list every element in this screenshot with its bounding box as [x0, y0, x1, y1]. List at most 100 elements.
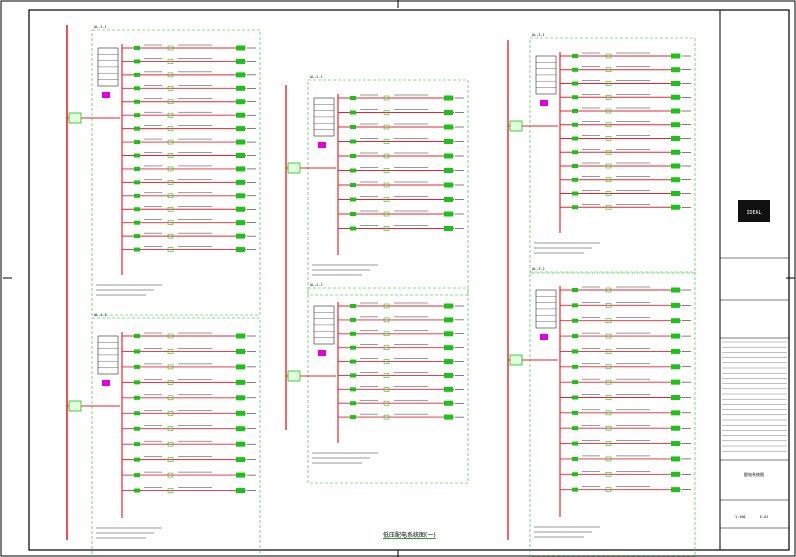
branch-circuit [122, 152, 256, 158]
spare-circuit [560, 190, 691, 196]
title-block-rows [722, 341, 787, 452]
load-tag-icon [236, 139, 245, 145]
circuit-breaker-icon [134, 349, 140, 354]
circuit-breaker-icon [350, 317, 356, 322]
branch-circuit [338, 316, 464, 323]
rcd-icon [167, 457, 174, 462]
load-tag-icon [671, 67, 680, 73]
circuit-breaker-icon [350, 96, 356, 100]
circuit-breaker-icon [572, 150, 578, 155]
load-tag-icon [444, 139, 453, 144]
load-tag-icon [236, 457, 245, 463]
branch-circuit [338, 386, 464, 392]
load-tag-icon [671, 410, 680, 416]
rcd-icon [167, 364, 174, 370]
branch-circuit [122, 410, 256, 416]
load-tag-icon [444, 317, 453, 323]
branch-circuit [560, 162, 691, 169]
rcd-icon [167, 349, 174, 354]
branch-circuit [560, 394, 691, 400]
load-tag-icon [671, 122, 680, 128]
branch-circuit [560, 121, 691, 128]
company-logo-text: IDEAL [746, 210, 761, 216]
branch-circuit [338, 181, 464, 188]
branch-circuit [338, 344, 464, 351]
circuit-breaker-icon [134, 426, 140, 431]
circuit-breaker-icon [134, 247, 140, 252]
main-breaker-icon [68, 112, 82, 124]
branch-circuit [122, 379, 256, 385]
circuit-breaker-icon [572, 54, 578, 58]
circuit-breaker-icon [572, 334, 578, 339]
rcd-icon [383, 345, 390, 350]
panel-frame [91, 317, 261, 557]
spare-circuit [122, 232, 256, 239]
circuit-breaker-icon [134, 86, 140, 91]
load-tag-icon [671, 81, 680, 86]
load-tag-icon [671, 348, 680, 354]
branch-circuit [560, 135, 691, 141]
circuit-breaker-icon [572, 288, 578, 292]
spare-circuit [338, 225, 464, 231]
load-tag-icon [444, 168, 453, 173]
circuit-breaker-icon [572, 410, 578, 415]
branch-circuit [338, 123, 464, 130]
circuit-breaker-icon [572, 164, 578, 168]
load-tag-icon [236, 99, 245, 105]
rcd-icon [167, 380, 174, 385]
spare-circuit [560, 471, 691, 477]
rcd-icon [167, 333, 174, 339]
branch-circuit [560, 409, 691, 416]
branch-circuit [560, 455, 691, 462]
load-tag-icon [671, 471, 680, 477]
circuit-breaker-icon [572, 426, 578, 431]
circuit-breaker-icon [134, 334, 140, 338]
main-breaker-icon [287, 162, 301, 174]
rcd-icon [605, 81, 612, 86]
circuit-breaker-icon [134, 140, 140, 145]
rcd-icon [383, 168, 390, 173]
branch-circuit [560, 286, 691, 293]
rcd-icon [605, 333, 612, 339]
load-tag-icon [236, 126, 245, 132]
spare-circuit [122, 487, 256, 494]
rcd-icon [167, 472, 174, 478]
circuit-breaker-icon [134, 234, 140, 239]
load-tag-icon [671, 456, 680, 462]
rcd-icon [167, 45, 174, 51]
circuit-breaker-icon [134, 126, 140, 131]
rcd-icon [605, 441, 612, 446]
load-tag-icon [236, 72, 245, 78]
rcd-icon [383, 139, 390, 144]
circuit-breaker-icon [134, 72, 140, 77]
rcd-icon [605, 204, 612, 210]
circuit-breaker-icon [134, 153, 140, 158]
load-tag-icon [236, 220, 245, 226]
rcd-icon [383, 303, 390, 309]
circuit-breaker-icon [350, 197, 356, 202]
panel-label: AL-2-2 [310, 283, 323, 287]
load-tag-icon [444, 211, 453, 217]
drawing-caption: 低压配电系统图(一) [383, 532, 436, 539]
circuit-breaker-icon [134, 395, 140, 400]
rcd-icon [605, 67, 612, 73]
circuit-breaker-icon [134, 411, 140, 416]
load-tag-icon [671, 53, 680, 59]
surge-protector-icon [102, 380, 110, 386]
load-tag-icon [444, 110, 453, 115]
branch-circuit [560, 149, 691, 155]
branch-circuit [122, 456, 256, 463]
circuit-breaker-icon [134, 99, 140, 104]
load-tag-icon [671, 177, 680, 183]
branch-circuit [122, 192, 256, 199]
spare-circuit [122, 471, 256, 478]
rcd-icon [167, 193, 174, 199]
circuit-breaker-icon [134, 166, 140, 171]
branch-circuit [122, 165, 256, 172]
rcd-icon [383, 331, 390, 337]
load-tag-icon [671, 395, 680, 400]
branch-circuit [338, 302, 464, 309]
load-tag-icon [444, 197, 453, 202]
circuit-breaker-icon [572, 177, 578, 182]
circuit-breaker-icon [350, 415, 356, 420]
